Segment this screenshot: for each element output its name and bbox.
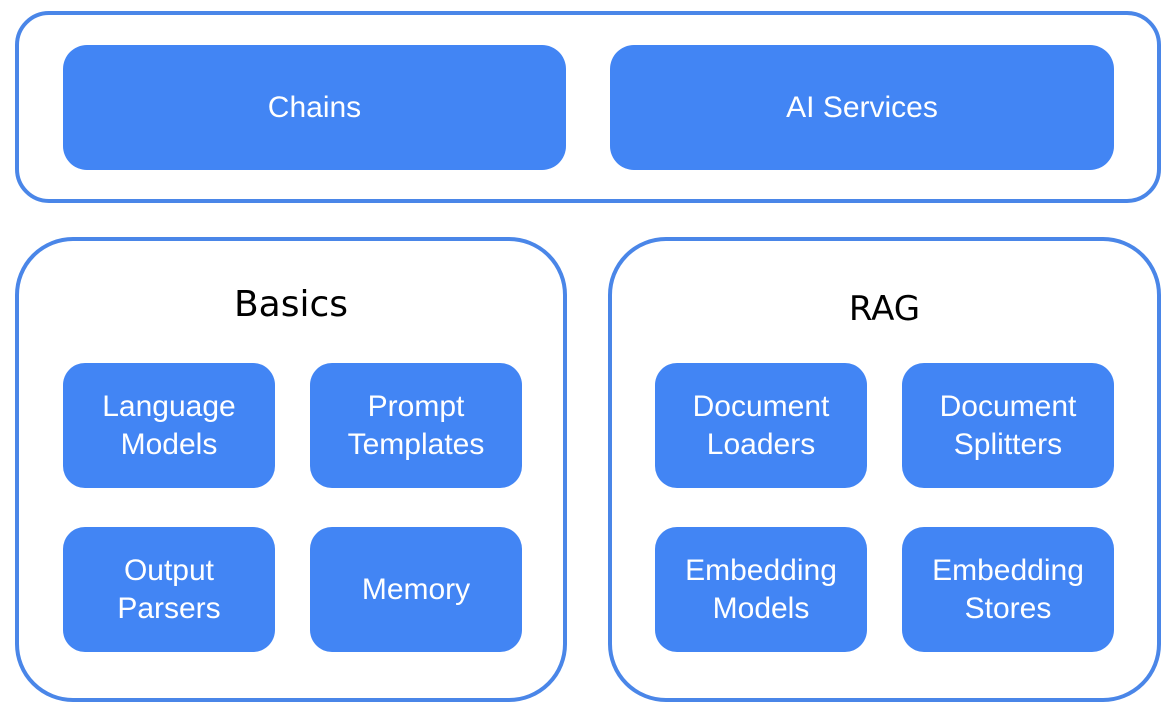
rag-title: RAG <box>848 289 921 329</box>
output-parsers-box[interactable]: Output Parsers <box>63 527 275 652</box>
document-splitters-box[interactable]: Document Splitters <box>902 363 1114 488</box>
embedding-models-box[interactable]: Embedding Models <box>655 527 867 652</box>
language-models-box[interactable]: Language Models <box>63 363 275 488</box>
basics-title: Basics <box>233 284 349 325</box>
document-loaders-box[interactable]: Document Loaders <box>655 363 867 488</box>
chains-box[interactable]: Chains <box>63 45 566 170</box>
embedding-stores-box[interactable]: Embedding Stores <box>902 527 1114 652</box>
memory-box[interactable]: Memory <box>310 527 522 652</box>
ai-services-box[interactable]: AI Services <box>610 45 1114 170</box>
prompt-templates-box[interactable]: Prompt Templates <box>310 363 522 488</box>
